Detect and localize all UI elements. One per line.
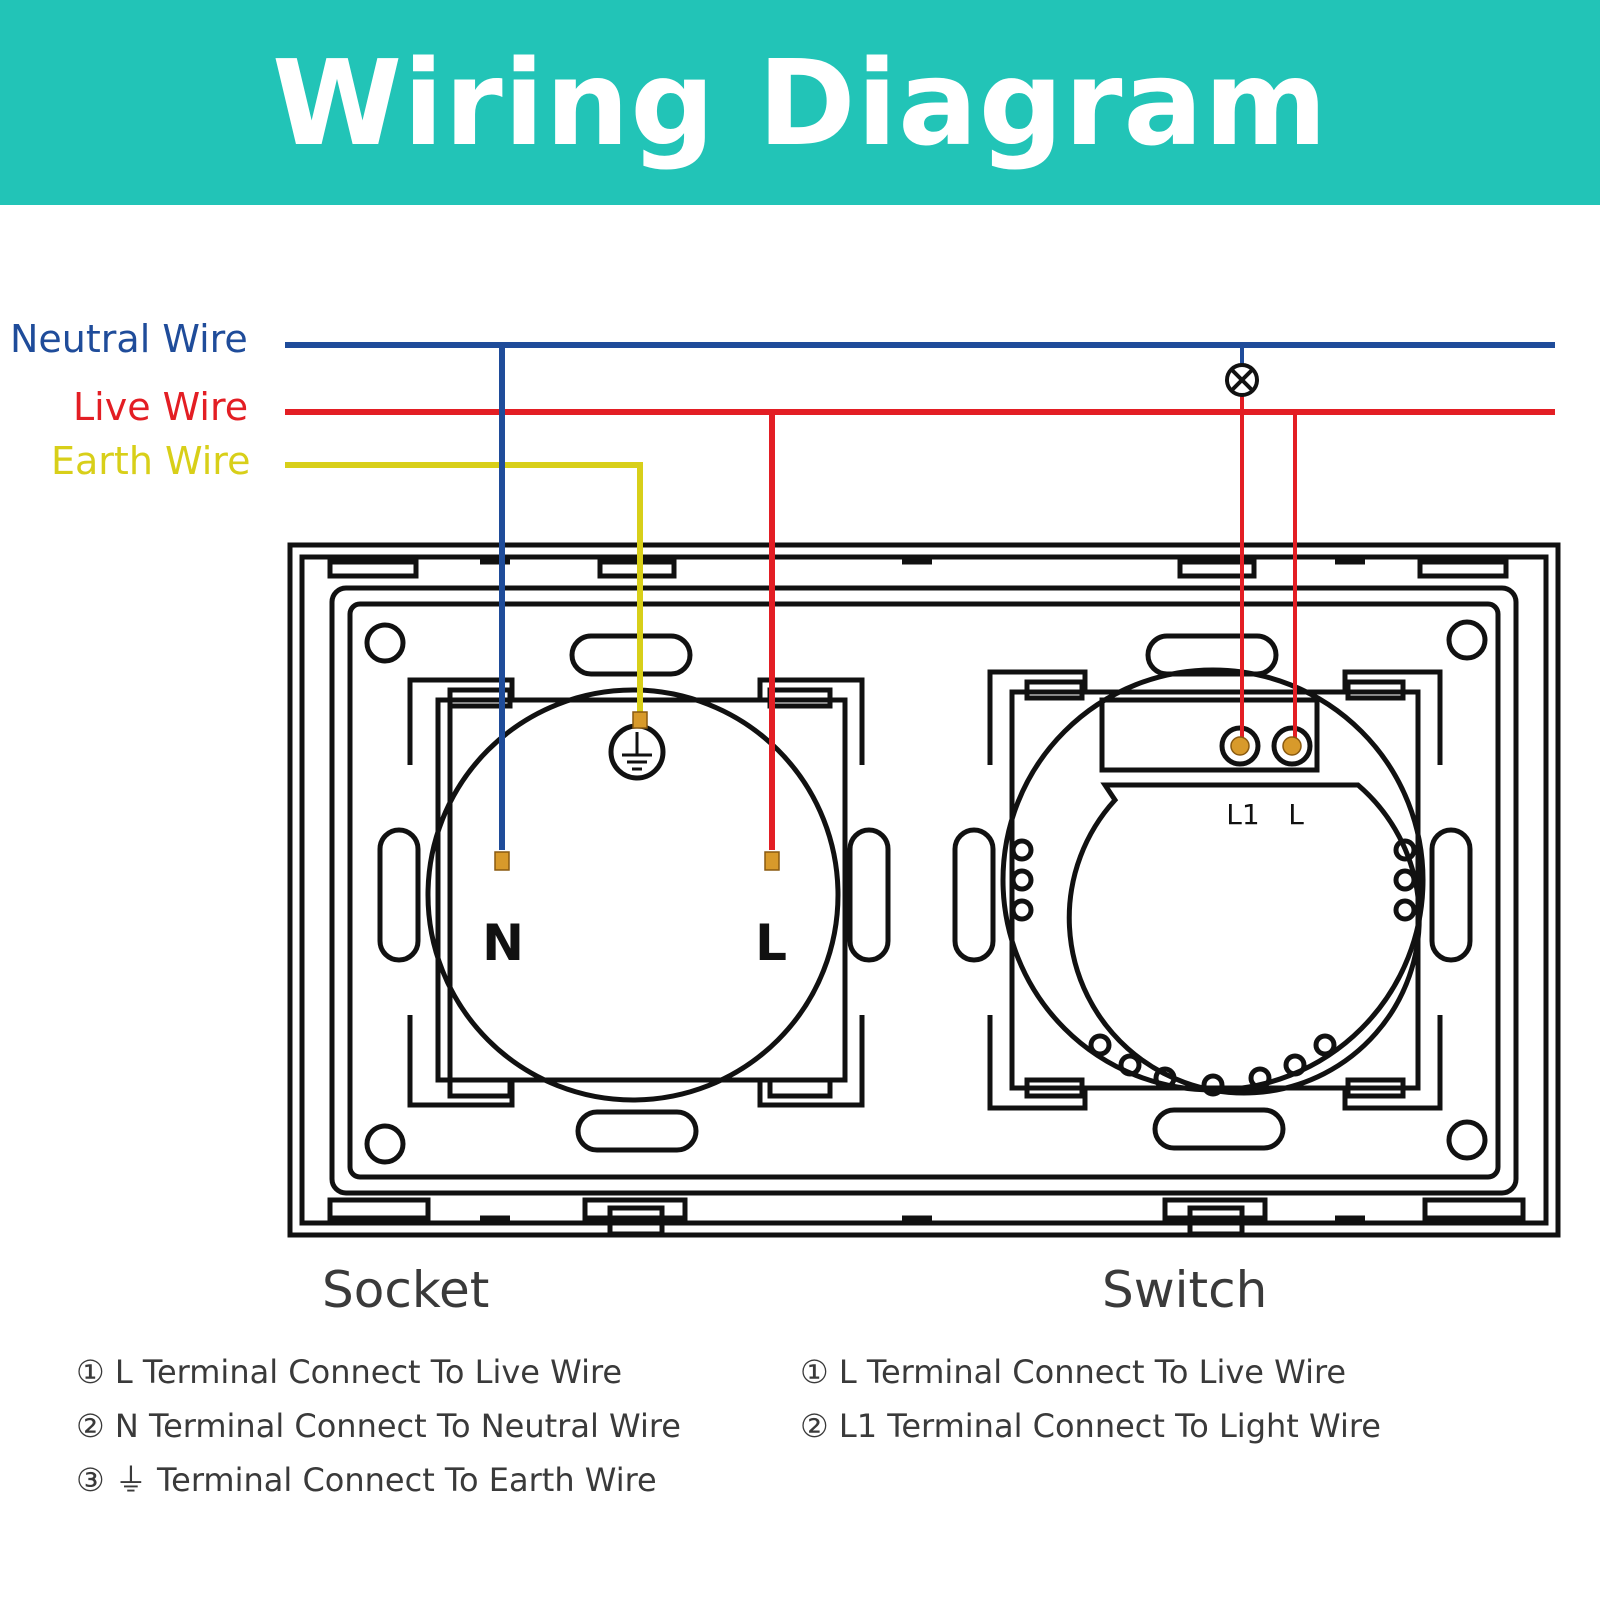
socket-note: ② N Terminal Connect To Neutral Wire	[76, 1407, 681, 1445]
neutral-wire-label: Neutral Wire	[10, 317, 248, 361]
switch-terminal-l: L	[1288, 798, 1304, 831]
socket-notes: ① L Terminal Connect To Live Wire ② N Te…	[76, 1345, 681, 1507]
earth-wire-line	[285, 462, 643, 712]
page-title: Wiring Diagram	[271, 33, 1329, 172]
live-wire-label: Live Wire	[73, 385, 249, 429]
earth-wire-label: Earth Wire	[51, 439, 251, 483]
socket-module	[377, 633, 891, 1153]
earth-ground-icon	[608, 723, 666, 781]
switch-title: Switch	[1102, 1261, 1268, 1319]
socket-terminal-l: L	[755, 914, 787, 972]
switch-terminal-l1: L1	[1226, 798, 1259, 831]
switch-module	[952, 633, 1473, 1151]
socket-note: ① L Terminal Connect To Live Wire	[76, 1353, 623, 1391]
wires	[285, 342, 1555, 850]
switch-note: ① L Terminal Connect To Live Wire	[800, 1353, 1347, 1391]
switch-notes: ① L Terminal Connect To Live Wire ② L1 T…	[800, 1345, 1381, 1453]
title-banner: Wiring Diagram	[0, 0, 1600, 205]
socket-note: ③ ⏚ Terminal Connect To Earth Wire	[76, 1461, 657, 1499]
panel-frame	[287, 542, 1561, 1238]
lamp-symbol-icon	[1225, 363, 1259, 397]
switch-note: ② L1 Terminal Connect To Light Wire	[800, 1407, 1381, 1445]
socket-title: Socket	[322, 1261, 490, 1319]
wire-tips	[494, 711, 1302, 871]
socket-terminal-n: N	[482, 914, 524, 972]
